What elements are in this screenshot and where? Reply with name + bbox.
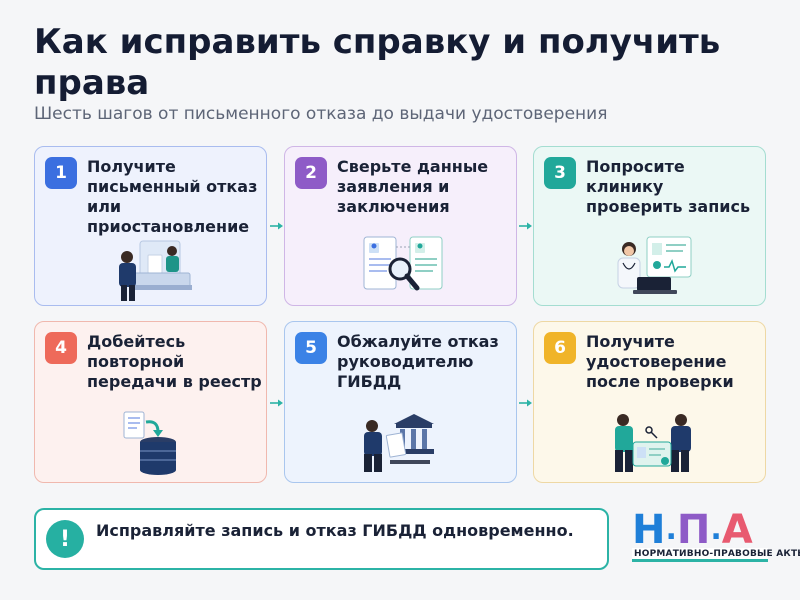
database-upload-icon bbox=[123, 411, 176, 475]
logo-letter-n: Н bbox=[632, 507, 666, 553]
documents-magnifier-icon bbox=[363, 236, 443, 291]
exclamation-icon: ! bbox=[46, 520, 84, 558]
step-text: Попросите клинику проверить запись bbox=[586, 157, 751, 216]
npa-logo: Н . П . А НОРМАТИВНО-ПРАВОВЫЕ АКТЫ bbox=[632, 507, 800, 568]
page-subtitle: Шесть шагов от письменного отказа до выд… bbox=[34, 104, 608, 124]
step-text: Добейтесь повторной передачи в реестр bbox=[87, 332, 262, 391]
logo-dot: . bbox=[665, 512, 677, 547]
step-card-5: 5 Обжалуйте отказ руководителю ГИБДД bbox=[284, 321, 517, 483]
step-number-badge: 1 bbox=[45, 157, 77, 189]
logo-dot: . bbox=[710, 512, 722, 547]
notice-box: ! Исправляйте запись и отказ ГИБДД однов… bbox=[34, 508, 609, 570]
step-number-badge: 5 bbox=[295, 332, 327, 364]
step-card-2: 2 Сверьте данные заявления и заключения bbox=[284, 146, 517, 306]
step-text: Получите письменный отказ или приостанов… bbox=[87, 157, 258, 236]
step-number-badge: 6 bbox=[544, 332, 576, 364]
doctor-laptop-icon bbox=[617, 236, 692, 294]
office-desk-icon bbox=[119, 240, 192, 301]
arrow-right-icon bbox=[270, 222, 283, 230]
step-text: Получите удостоверение после проверки bbox=[586, 332, 734, 391]
logo-bar bbox=[632, 548, 768, 562]
step-text: Обжалуйте отказ руководителю ГИБДД bbox=[337, 332, 499, 391]
logo-letter-p: П bbox=[676, 507, 711, 553]
appeal-building-icon bbox=[364, 414, 434, 472]
step-text: Сверьте данные заявления и заключения bbox=[337, 157, 489, 216]
step-number-badge: 4 bbox=[45, 332, 77, 364]
arrow-right-icon bbox=[519, 399, 532, 407]
arrow-right-icon bbox=[519, 222, 532, 230]
license-handover-icon bbox=[615, 414, 691, 472]
step-number-badge: 2 bbox=[295, 157, 327, 189]
step-card-1: 1 Получите письменный отказ или приостан… bbox=[34, 146, 267, 306]
step-card-3: 3 Попросите клинику проверить запись bbox=[533, 146, 766, 306]
logo-letter-a: А bbox=[721, 507, 753, 553]
arrow-right-icon bbox=[270, 399, 283, 407]
step-number-badge: 3 bbox=[544, 157, 576, 189]
step-card-4: 4 Добейтесь повторной передачи в реестр bbox=[34, 321, 267, 483]
logo-letters: Н . П . А bbox=[632, 507, 770, 553]
step-card-6: 6 Получите удостоверение после проверки bbox=[533, 321, 766, 483]
page-title: Как исправить справку и получить права bbox=[34, 22, 721, 103]
logo-caption: НОРМАТИВНО-ПРАВОВЫЕ АКТЫ bbox=[634, 549, 800, 559]
notice-text: Исправляйте запись и отказ ГИБДД одновре… bbox=[96, 521, 574, 540]
